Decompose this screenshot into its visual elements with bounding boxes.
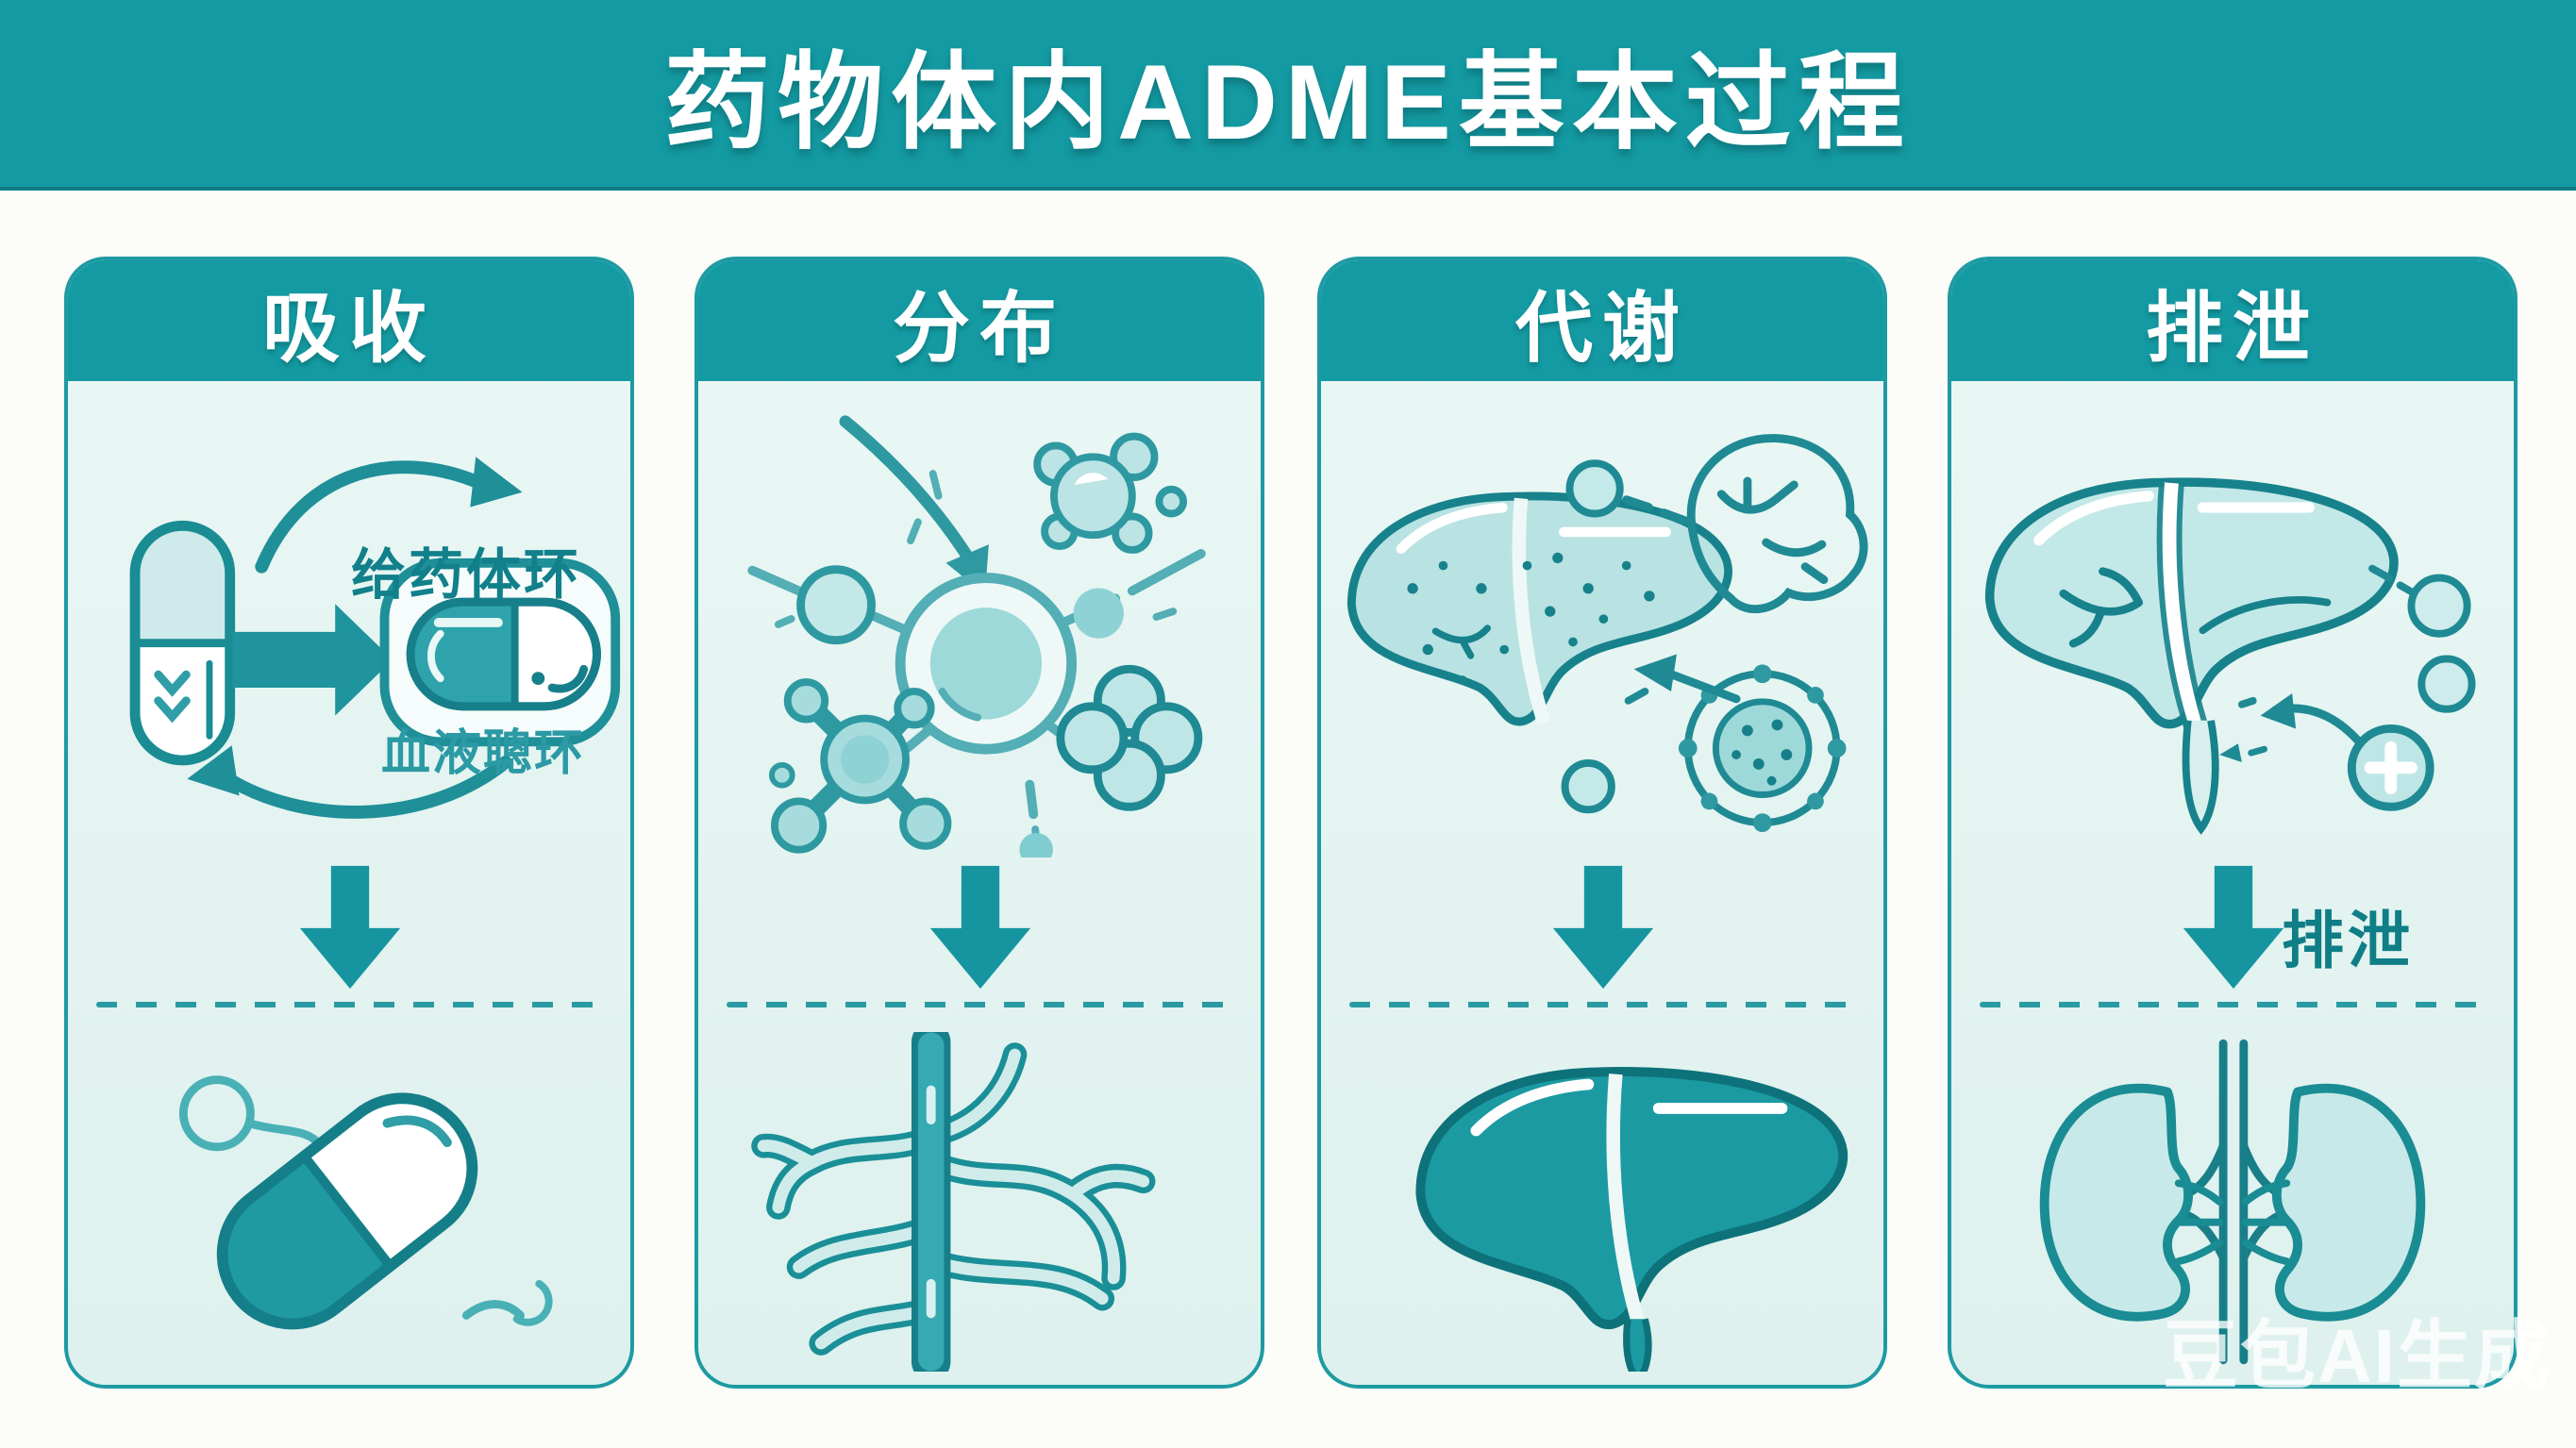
absorption-cycle-illustration: [129, 457, 621, 819]
blood-capsule-icon: [379, 558, 621, 747]
metabolite-circle-bottom-icon: [1561, 759, 1615, 814]
diffusion-illustration: [747, 415, 1206, 857]
kidney-right-icon: [2241, 1083, 2426, 1322]
liver-outline-icon: [1347, 491, 1732, 726]
panel-distribution-header: 分布: [698, 260, 1261, 381]
right-arrow-icon: [232, 604, 393, 716]
bubble-decoration-icon: [178, 1075, 326, 1152]
dashed-divider: [727, 1002, 1232, 1007]
dashed-link: [1622, 495, 1689, 524]
metabolite-circle-top-icon: [1565, 459, 1624, 518]
ai-watermark: 豆包AI生成: [2163, 1314, 2551, 1398]
molecule-left-icon: [796, 565, 876, 645]
cycle-arrow-down-icon: [187, 745, 512, 819]
panel-absorption-title: 吸收: [261, 285, 436, 372]
molecule-cluster-top-icon: [1033, 432, 1188, 554]
down-arrow-icon: [2183, 865, 2284, 990]
panel-metabolism-header: 代谢: [1321, 260, 1883, 381]
dosing-cycle-label: 给药体环: [351, 544, 582, 606]
blood-circulation-label: 血液聰环: [381, 726, 586, 781]
cycle-arrow-up-icon: [255, 457, 523, 574]
dashed-link: [2368, 564, 2417, 597]
excretion-arrow-label: 排泄: [2282, 906, 2414, 975]
panel-excretion: 排泄: [1948, 257, 2517, 1389]
panel-metabolism: 代谢: [1317, 257, 1887, 1389]
excreted-circle-2-icon: [2417, 655, 2476, 713]
panel-absorption: 吸收: [64, 257, 634, 1389]
down-arrow-icon: [1552, 865, 1654, 990]
squiggle-decoration-icon: [461, 1279, 553, 1326]
excreted-circle-1-icon: [2407, 574, 2471, 638]
page-title: 药物体内ADME基本过程: [664, 43, 1912, 161]
dashed-divider: [1980, 1002, 2485, 1007]
blood-vessels-illustration: [751, 1032, 1156, 1372]
gland-organ-icon: [1686, 434, 1868, 614]
incoming-arrow-icon: [839, 415, 989, 595]
excretion-liver-illustration: [1984, 477, 2476, 835]
liver-excretion-icon: [1984, 477, 2399, 835]
plus-circle-icon: [2347, 724, 2434, 811]
panel-metabolism-title: 代谢: [1514, 285, 1689, 372]
dashed-divider: [1349, 1002, 1855, 1007]
panel-excretion-header: 排泄: [1951, 260, 2514, 381]
panel-distribution-title: 分布: [892, 285, 1066, 372]
down-arrow-icon: [299, 865, 401, 990]
molecule-right-icon: [1073, 588, 1124, 639]
down-arrow-icon: [929, 865, 1031, 990]
kidney-left-icon: [2039, 1083, 2224, 1322]
metabolized-liver-illustration: [1415, 1067, 1848, 1372]
absorbed-capsule-illustration: [178, 1075, 553, 1330]
metabolism-arrow-icon: [1624, 654, 1741, 705]
tilted-capsule-icon: [216, 1092, 478, 1330]
molecule-cluster-bottom-icon: [768, 678, 952, 854]
clover-molecule-icon: [1056, 664, 1203, 811]
dashed-divider: [96, 1002, 602, 1007]
metabolism-illustration: [1347, 434, 1868, 832]
header-banner: 药物体内ADME基本过程: [0, 0, 2576, 191]
central-cell-icon: [895, 573, 1078, 755]
liver-speckles: [1407, 552, 1655, 685]
enzyme-circle-icon: [1678, 664, 1847, 832]
kidneys-illustration: [2039, 1039, 2426, 1365]
falling-dot-icon: [1019, 832, 1053, 857]
panel-absorption-header: 吸收: [68, 260, 630, 381]
liver-solid-icon: [1415, 1067, 1848, 1372]
vessel-branches: [751, 1032, 1156, 1372]
capsule-icon: [129, 520, 236, 766]
return-arrow-icon: [2219, 692, 2362, 762]
panel-excretion-title: 排泄: [2145, 285, 2319, 372]
panel-distribution: 分布: [694, 257, 1264, 1389]
